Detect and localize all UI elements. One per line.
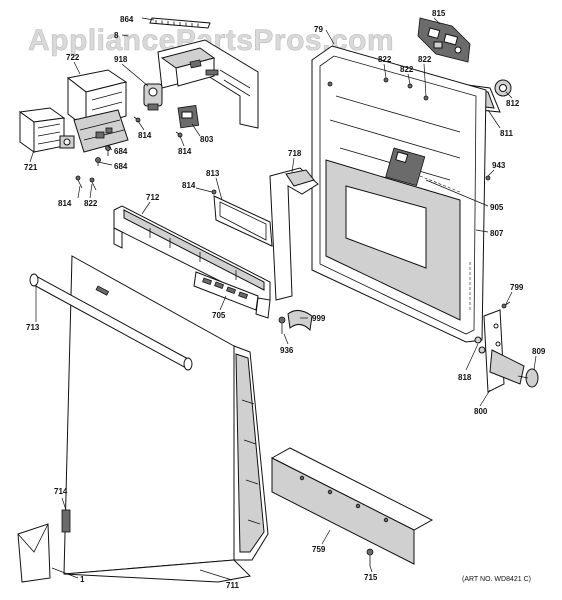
- part-803-latch: [177, 105, 200, 129]
- leader-lines: [29, 17, 537, 581]
- part-936-screw: [278, 316, 286, 334]
- label-800: 800: [474, 407, 488, 416]
- label-718: 718: [288, 149, 302, 158]
- label-812: 812: [506, 99, 520, 108]
- part-outer-door: [63, 255, 269, 583]
- label-814-b: 814: [178, 147, 192, 156]
- part-799-screw: [501, 301, 511, 309]
- part-722-dispenser: [66, 69, 129, 153]
- label-714: 714: [54, 487, 68, 496]
- label-759: 759: [312, 545, 326, 554]
- label-943: 943: [492, 161, 506, 170]
- label-8x: 8: [114, 31, 119, 40]
- label-721: 721: [24, 163, 38, 172]
- label-713: 713: [26, 323, 40, 332]
- art-number: (ART NO. WD8421 C): [462, 576, 531, 583]
- label-815: 815: [432, 9, 446, 18]
- part-721-rinse-aid: [18, 107, 75, 153]
- label-811: 811: [500, 129, 513, 138]
- part-713-handle: [29, 273, 193, 371]
- label-999: 999: [312, 314, 326, 323]
- label-814-c: 814: [182, 181, 196, 190]
- label-822-d: 822: [84, 199, 98, 208]
- part-684-clips: [95, 145, 111, 166]
- part-815-control-board: [417, 17, 471, 63]
- part-labels: 864 8 79 815 722 918 822 822 822 812 814…: [24, 9, 546, 590]
- part-control-housing: [157, 39, 259, 129]
- label-822-b: 822: [400, 65, 414, 74]
- label-814-a: 814: [138, 131, 152, 140]
- label-807: 807: [490, 229, 504, 238]
- label-813: 813: [206, 169, 220, 178]
- label-1: 1: [80, 575, 85, 584]
- part-714-badge: [61, 509, 71, 533]
- label-864: 864: [120, 15, 134, 24]
- label-918: 918: [114, 55, 128, 64]
- watermark-text: AppliancePartsPros.com: [28, 24, 394, 57]
- part-715-screw: [366, 548, 374, 566]
- label-715: 715: [364, 573, 378, 582]
- part-918-switch: [143, 83, 163, 111]
- label-722: 722: [66, 53, 80, 62]
- label-684-b: 684: [114, 162, 128, 171]
- part-809-wheel: [517, 368, 539, 388]
- part-705-buttons: [193, 271, 259, 311]
- part-807-inner-door: [311, 45, 487, 343]
- part-800-hinge: [483, 309, 525, 393]
- part-1-literature: [17, 523, 51, 583]
- part-759-toe-kick: [270, 447, 434, 565]
- label-684-a: 684: [114, 147, 128, 156]
- part-864-strip: [149, 17, 211, 29]
- label-711: 711: [226, 581, 239, 590]
- label-79x: 79: [314, 25, 323, 34]
- label-905: 905: [490, 203, 504, 212]
- part-712-console: [113, 205, 271, 319]
- label-814-d: 814: [58, 199, 72, 208]
- part-813-strip: [213, 195, 273, 247]
- label-936: 936: [280, 346, 294, 355]
- label-705: 705: [212, 311, 226, 320]
- part-718-vent: [269, 167, 319, 301]
- label-712: 712: [146, 193, 160, 202]
- label-822-a: 822: [378, 55, 392, 64]
- part-818-bushings: [474, 336, 486, 354]
- part-822-screws: [75, 77, 491, 195]
- part-812-knob: [494, 79, 512, 97]
- label-822-c: 822: [418, 55, 432, 64]
- label-809: 809: [532, 347, 546, 356]
- label-803: 803: [200, 135, 214, 144]
- label-818: 818: [458, 373, 472, 382]
- part-814-screws-upper: [133, 116, 183, 138]
- label-799: 799: [510, 283, 524, 292]
- part-999-clip: [287, 310, 313, 332]
